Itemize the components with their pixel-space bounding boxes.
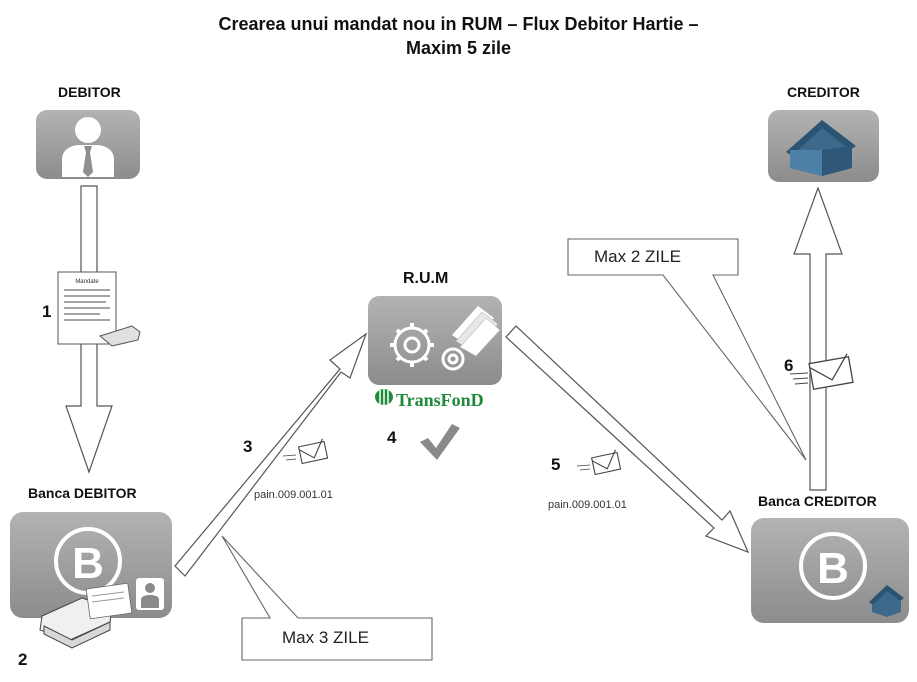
- bank-debitor-box: [10, 512, 172, 618]
- small-house-icon: [869, 585, 904, 617]
- step-3-number: 3: [243, 437, 253, 456]
- arrow-bank-to-creditor: [793, 186, 843, 491]
- step-2-number: 2: [18, 650, 28, 669]
- bank-debitor-label: Banca DEBITOR: [28, 485, 137, 501]
- bank-creditor-letter: B: [817, 544, 849, 593]
- person-icon: [62, 117, 114, 177]
- callout-max-2-zile: [567, 238, 807, 461]
- rum-label: R.U.M: [403, 270, 449, 287]
- bank-b-icon: B: [799, 532, 867, 600]
- callout-max-3-zile: [221, 535, 433, 661]
- svg-text:Mandate: Mandate: [75, 279, 99, 285]
- transfond-logo-text: TransFonD: [396, 390, 484, 410]
- envelope-icon-step6: [789, 353, 854, 391]
- gears-icon: [390, 323, 465, 371]
- envelope-icon-step5: [576, 449, 622, 476]
- step-4-number: 4: [387, 428, 397, 447]
- scanner-icon: [39, 582, 133, 649]
- step-1-number: 1: [42, 302, 52, 321]
- mandate-document-icon: Mandate: [57, 271, 141, 347]
- callout-max-2-zile-text: Max 2 ZILE: [594, 247, 681, 266]
- arrow-rum-to-bank-creditor: [505, 325, 750, 554]
- step-5-number: 5: [551, 455, 561, 474]
- bank-b-icon: B: [54, 527, 122, 595]
- step-6-number: 6: [784, 356, 794, 375]
- creditor-label: CREDITOR: [787, 84, 860, 100]
- house-icon: [786, 120, 856, 176]
- small-person-icon: [136, 578, 164, 610]
- callout-max-3-zile-text: Max 3 ZILE: [282, 628, 369, 647]
- arrow-bank-to-rum: [174, 332, 368, 577]
- envelope-icon-step3: [282, 438, 329, 465]
- message-type-step5: pain.009.001.01: [548, 499, 627, 511]
- transfond-logo-icon: TransFonD: [375, 389, 484, 410]
- debitor-label: DEBITOR: [58, 84, 121, 100]
- document-stack-icon: [452, 306, 501, 357]
- diagram-title-line2: Maxim 5 zile: [405, 38, 512, 58]
- checkmark-icon: [420, 424, 460, 460]
- bank-creditor-label: Banca CREDITOR: [758, 493, 877, 509]
- bank-debitor-letter: B: [72, 539, 104, 588]
- diagram-title-line1: Crearea unui mandat nou in RUM – Flux De…: [218, 14, 699, 34]
- message-type-step3: pain.009.001.01: [254, 489, 333, 501]
- bank-creditor-box: [751, 518, 909, 623]
